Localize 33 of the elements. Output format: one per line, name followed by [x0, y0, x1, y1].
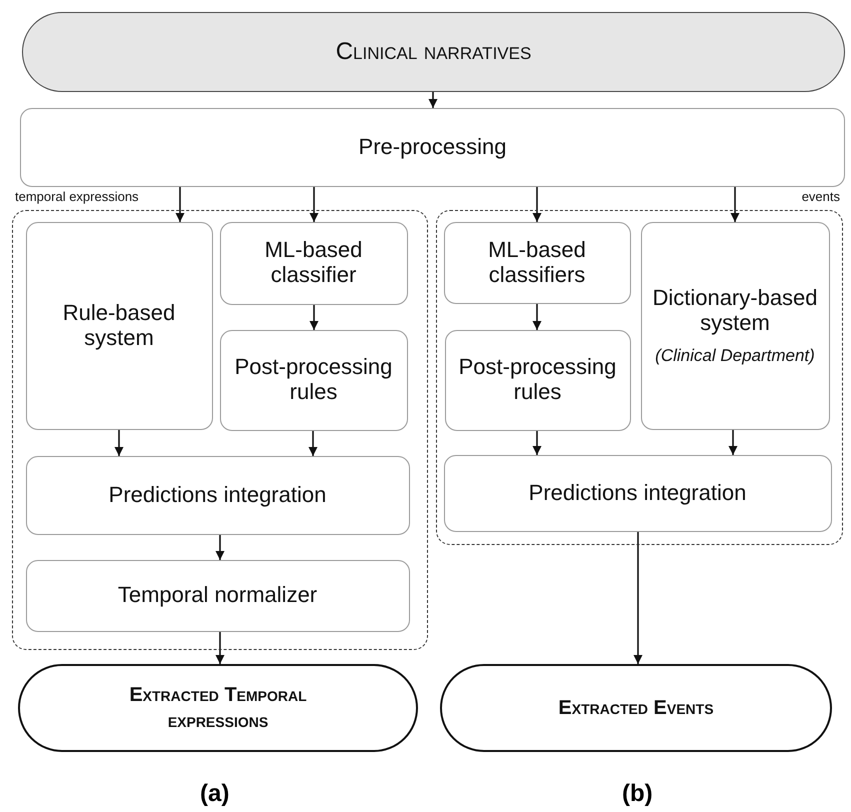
output-pill: Extracted Events	[440, 664, 832, 752]
group-label: temporal expressions	[15, 189, 139, 204]
note-text: (Clinical Department)	[655, 346, 815, 365]
process-box: Post-processing rules	[220, 330, 408, 430]
arrow	[310, 305, 318, 330]
process-box: Rule-based system	[26, 222, 212, 430]
arrow	[428, 92, 438, 108]
process-box: ML-based classifier	[220, 222, 408, 304]
arrow	[730, 187, 740, 222]
group-label: events	[802, 189, 840, 204]
process-box: Post-processing rules	[444, 330, 630, 430]
input-pill: Clinical narratives	[22, 12, 845, 92]
arrow	[308, 431, 318, 456]
panel-label: (b)	[622, 780, 653, 808]
arrow	[216, 535, 224, 560]
arrow	[634, 532, 642, 664]
process-box: Predictions integration	[444, 454, 832, 532]
arrow	[176, 187, 184, 222]
arrow	[728, 430, 738, 455]
arrow	[114, 430, 124, 456]
arrow	[532, 431, 542, 455]
panel-label: (a)	[200, 780, 230, 808]
process-box: Pre-processing	[20, 108, 845, 187]
process-box: Predictions integration	[26, 456, 410, 534]
arrow	[532, 304, 542, 330]
process-box: ML-based classifiers	[444, 222, 630, 304]
arrow	[216, 632, 224, 664]
box-text: Dictionary-based system	[651, 286, 819, 336]
arrow	[310, 187, 318, 222]
process-box: Temporal normalizer	[26, 560, 410, 632]
output-pill: Extracted Temporal expressions	[18, 664, 418, 752]
process-box	[640, 222, 830, 430]
arrow	[532, 187, 542, 222]
